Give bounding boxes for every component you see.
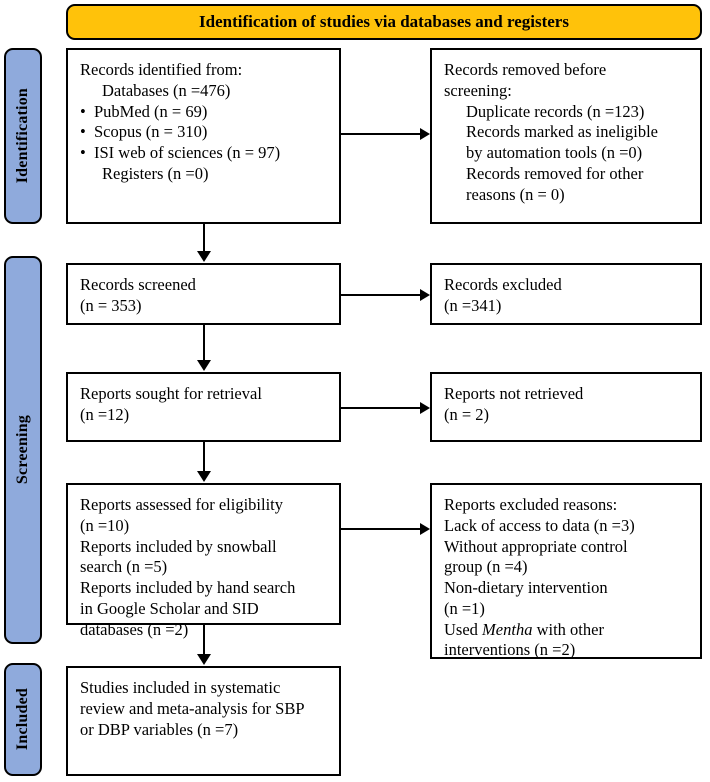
box-records-screened: Records screened (n = 353): [66, 263, 341, 325]
records-identified-source-pubmed: PubMed (n = 69): [80, 102, 329, 123]
phase-tab-identification: Identification: [4, 48, 42, 224]
excluded-reason-lack-access: Lack of access to data (n =3): [444, 515, 635, 535]
box-records-removed: Records removed before screening: Duplic…: [430, 48, 702, 224]
reports-snowball-line2: search (n =5): [80, 557, 168, 577]
diagram-title: Identification of studies via databases …: [199, 12, 569, 31]
box-reports-sought: Reports sought for retrieval (n =12): [66, 372, 341, 442]
records-removed-other-line1: Records removed for other: [466, 163, 644, 183]
connector-screened-to-sought: [203, 325, 205, 361]
connector-eligibility-to-included: [203, 625, 205, 654]
reports-hand-search-line1: Reports included by hand search: [80, 578, 296, 598]
excluded-reason-control-line1: Without appropriate control: [444, 536, 628, 556]
records-removed-duplicates: Duplicate records (n =123): [466, 101, 645, 121]
connector-sought-to-eligibility: [203, 442, 205, 472]
phase-tab-screening-label: Screening: [14, 415, 31, 485]
studies-included-line1: Studies included in systematic: [80, 678, 281, 697]
reports-eligibility-count: (n =10): [80, 515, 130, 535]
reports-not-retrieved-label: Reports not retrieved: [444, 384, 584, 403]
excluded-reason-mentha-species: Mentha: [482, 619, 533, 639]
records-removed-ineligible-line2: by automation tools (n =0): [466, 143, 643, 163]
excluded-reason-mentha-suffix: with other: [532, 619, 604, 639]
box-reports-eligibility: Reports assessed for eligibility (n =10)…: [66, 483, 341, 639]
records-removed-title-line1: Records removed before: [444, 60, 607, 79]
box-studies-included: Studies included in systematic review an…: [66, 666, 341, 776]
reports-not-retrieved-count: (n = 2): [444, 404, 490, 424]
box-records-identified: Records identified from: Databases (n =4…: [66, 48, 341, 224]
records-identified-registers: Registers (n =0): [102, 163, 209, 183]
connector-identified-to-screened: [203, 224, 205, 252]
excluded-reason-nondietary-line1: Non-dietary intervention: [444, 578, 608, 598]
arrowhead-identified-to-removed: [420, 128, 430, 140]
arrowhead-sought-to-not-retrieved: [420, 402, 430, 414]
reports-eligibility-label: Reports assessed for eligibility: [80, 495, 284, 514]
connector-identified-to-removed: [341, 133, 421, 135]
diagram-header-banner: Identification of studies via databases …: [66, 4, 702, 40]
records-excluded-count: (n =341): [444, 295, 502, 315]
arrowhead-identified-to-screened: [197, 251, 211, 262]
reports-sought-label: Reports sought for retrieval: [80, 384, 262, 403]
phase-tab-identification-label: Identification: [14, 88, 31, 184]
records-screened-count: (n = 353): [80, 295, 142, 315]
excluded-reason-mentha-line2: interventions (n =2): [444, 640, 576, 660]
reports-sought-count: (n =12): [80, 404, 130, 424]
records-removed-title-line2: screening:: [444, 80, 512, 100]
phase-tab-screening: Screening: [4, 256, 42, 644]
records-identified-source-isi: ISI web of sciences (n = 97): [80, 143, 329, 164]
connector-screened-to-excluded: [341, 294, 421, 296]
records-excluded-label: Records excluded: [444, 275, 562, 294]
phase-tab-included-label: Included: [14, 688, 31, 751]
excluded-reason-mentha-line1: Used Mentha with other: [444, 620, 690, 641]
excluded-reason-nondietary-line2: (n =1): [444, 598, 485, 618]
excluded-reason-mentha-prefix: Used: [444, 619, 483, 639]
reports-hand-search-line2: in Google Scholar and SID: [80, 598, 259, 618]
excluded-reasons-title: Reports excluded reasons:: [444, 495, 618, 514]
phase-tab-included: Included: [4, 663, 42, 776]
records-screened-label: Records screened: [80, 275, 196, 294]
records-identified-databases: Databases (n =476): [102, 80, 231, 100]
records-identified-source-scopus: Scopus (n = 310): [80, 122, 329, 143]
connector-sought-to-not-retrieved: [341, 407, 421, 409]
arrowhead-sought-to-eligibility: [197, 471, 211, 482]
reports-hand-search-line3: databases (n =2): [80, 619, 189, 639]
records-removed-other-line2: reasons (n = 0): [466, 184, 565, 204]
box-reports-not-retrieved: Reports not retrieved (n = 2): [430, 372, 702, 442]
records-identified-title: Records identified from:: [80, 60, 243, 79]
connector-eligibility-to-excluded-reasons: [341, 528, 421, 530]
records-removed-ineligible-line1: Records marked as ineligible: [466, 122, 658, 142]
arrowhead-eligibility-to-excluded-reasons: [420, 523, 430, 535]
reports-snowball-line1: Reports included by snowball: [80, 536, 277, 556]
box-records-excluded: Records excluded (n =341): [430, 263, 702, 325]
arrowhead-screened-to-sought: [197, 360, 211, 371]
box-reports-excluded-reasons: Reports excluded reasons: Lack of access…: [430, 483, 702, 659]
studies-included-line3: or DBP variables (n =7): [80, 719, 239, 739]
arrowhead-screened-to-excluded: [420, 289, 430, 301]
studies-included-line2: review and meta-analysis for SBP: [80, 698, 305, 718]
arrowhead-eligibility-to-included: [197, 654, 211, 665]
excluded-reason-control-line2: group (n =4): [444, 557, 528, 577]
